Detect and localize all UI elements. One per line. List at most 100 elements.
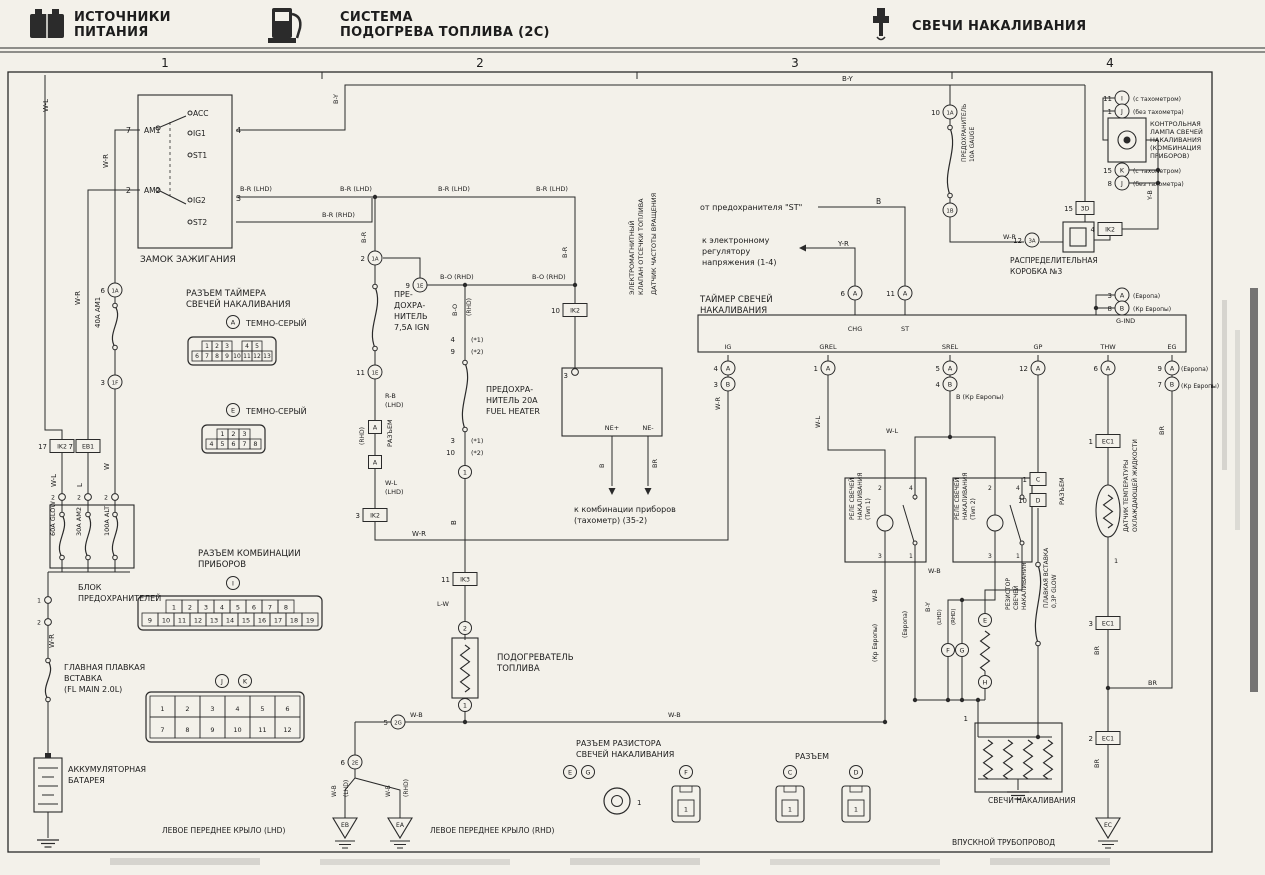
terminal-letter: A — [948, 364, 953, 372]
diagram-label: (*1) — [471, 437, 483, 445]
terminal-letter: A — [903, 289, 908, 297]
resistor-symbol — [459, 644, 471, 693]
diagram-label: 2 — [126, 186, 131, 195]
terminal-circle — [1114, 300, 1130, 316]
plug-connector-pin-label: 1 — [854, 806, 858, 814]
terminal-letter: A — [1120, 291, 1125, 299]
terminal-letter: J — [1120, 179, 1123, 187]
diagram-label: (FL MAIN 2.0L) — [64, 685, 122, 694]
terminal-letter: I — [1121, 94, 1123, 102]
connector-letter-circle — [458, 698, 472, 712]
wire-node — [155, 125, 161, 131]
fuse-end — [372, 345, 378, 352]
wire — [374, 355, 729, 541]
connector-letter: J — [220, 677, 223, 685]
connector-pin-number: 13 — [210, 616, 218, 624]
diagram-label: (*1) — [471, 336, 483, 344]
terminal-letter: 1A — [371, 256, 378, 262]
diagram-label: Y-B — [1146, 190, 1154, 201]
connector-code: D — [1036, 498, 1041, 505]
connector-letter-circle — [783, 765, 797, 779]
terminal-letter: 1A — [946, 110, 953, 116]
connector-letter-circle — [458, 465, 472, 479]
fuel-pump-icon — [268, 8, 302, 43]
connector-code: EC1 — [1102, 439, 1114, 446]
diagram-label: СВЕЧЕЙ НАКАЛИВАНИЯ — [576, 748, 674, 759]
diagram-label: БЛОК — [78, 583, 102, 592]
wire-node — [571, 368, 579, 376]
diagram-label: ЛАМПА СВЕЧЕЙ — [1150, 127, 1203, 136]
connector-code: EB1 — [82, 444, 94, 451]
ground-code: EA — [396, 822, 405, 829]
wire-junction-dot — [945, 697, 951, 703]
terminal-letter: B — [1120, 304, 1124, 312]
terminal-pin-number: 11 — [1103, 95, 1112, 103]
connector-pin-number: 12 — [253, 353, 261, 360]
wire-node — [1019, 540, 1025, 546]
plug-connector-tab — [849, 785, 863, 793]
resistor-symbol — [982, 739, 994, 780]
component-box — [1062, 221, 1095, 253]
scan-artifact — [770, 859, 940, 865]
connector-pin-number: 19 — [306, 616, 314, 624]
battery-icon — [30, 9, 64, 38]
diagram-label: W-R — [1003, 233, 1017, 241]
diagram-label: BR — [651, 459, 659, 468]
connector-letter-circle — [581, 765, 595, 779]
terminal-pin-number: 7 — [69, 443, 73, 451]
wire — [1009, 504, 1023, 546]
connector-letter-circle — [978, 613, 992, 627]
wire-junction-dot — [912, 697, 918, 703]
diagram-label: к электронному — [702, 236, 770, 245]
diagram-label: от предохранителя "ST" — [700, 203, 802, 212]
wire — [1102, 97, 1115, 141]
diagram-label: ЗАМОК ЗАЖИГАНИЯ — [140, 255, 236, 265]
relay-coil-symbol — [986, 514, 1004, 532]
terminal-pin-number: 1 — [1089, 438, 1093, 446]
terminal-letter: 1F — [112, 380, 119, 386]
connector-code: IK2 — [57, 444, 67, 451]
scan-artifact — [1235, 330, 1240, 530]
plug-connector-icon — [841, 785, 871, 823]
diagram-label: 10 — [446, 449, 455, 457]
diagram-label: (RHD) — [403, 779, 410, 797]
connector-pin-number: 10 — [162, 616, 170, 624]
diagram-label: ПРЕДОХРА- — [486, 385, 533, 394]
diagram-label: B-O (RHD) — [532, 273, 566, 281]
fuse-symbol — [111, 305, 119, 348]
grid-number-3: 3 — [791, 56, 799, 70]
diagram-label: ACC — [193, 109, 208, 118]
connector-letter-circle — [679, 765, 693, 779]
diagram-label: РАЗЪЕМ — [795, 752, 829, 761]
diagram-label: ЛЕВОЕ ПЕРЕДНЕЕ КРЫЛО (LHD) — [162, 826, 285, 835]
scan-artifact — [320, 859, 510, 865]
connector-pin-number: 1 — [160, 705, 164, 713]
diagram-label: регулятору — [702, 247, 750, 256]
diagram-label: B — [876, 197, 881, 206]
diagram-label: ПРЕДОХРАНИТЕЛЕЙ — [78, 592, 161, 603]
connector-pin-number: 8 — [185, 726, 189, 734]
diagram-label: B-R (RHD) — [322, 211, 355, 219]
scan-artifact — [1250, 288, 1258, 692]
connector-pin-number: 4 — [220, 603, 224, 611]
terminal-letter: B — [948, 380, 952, 388]
wire — [236, 198, 373, 223]
fuse-symbol — [946, 127, 954, 196]
terminal-circle — [1114, 103, 1130, 119]
resistor-symbol — [1002, 739, 1014, 780]
grid-number-1: 1 — [161, 56, 169, 70]
diagram-label: РЕЗИСТОР — [1005, 578, 1012, 610]
connector-letter-circle — [238, 674, 252, 688]
terminal-pin-number: 6 — [841, 290, 846, 298]
diagram-label: IG — [725, 343, 732, 351]
connector-code: IK2 — [370, 513, 380, 520]
diagram-label: B — [450, 520, 458, 525]
connector-pin-number: 1 — [205, 343, 209, 350]
plug-connector-tab — [783, 785, 797, 793]
connector-letter: I — [232, 579, 234, 587]
wire-junction-dot — [1093, 305, 1099, 311]
terminal-letter: B — [726, 380, 730, 388]
wire-node — [44, 618, 52, 626]
diagram-label: ЭЛЕКТРОМАГНИТНЫЙ — [627, 220, 636, 295]
